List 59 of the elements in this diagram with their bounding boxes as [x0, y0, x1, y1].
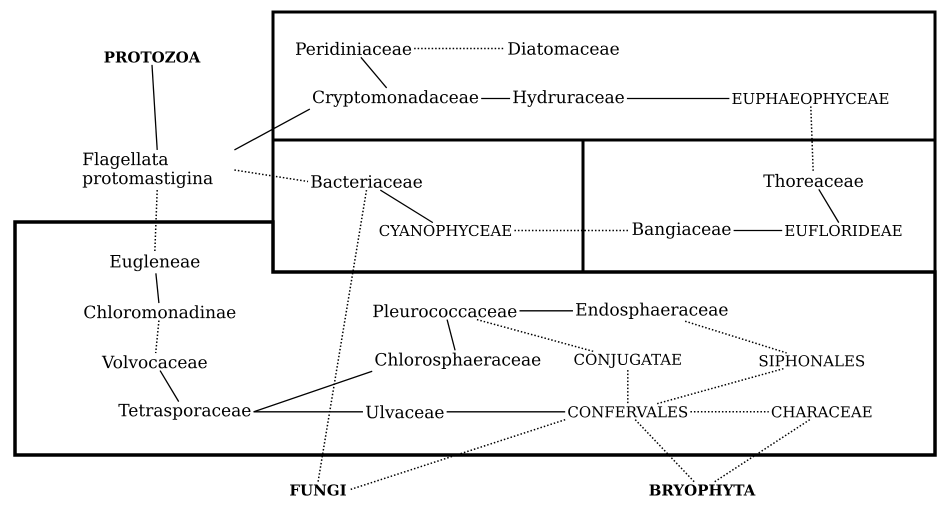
connector-line	[734, 230, 782, 232]
dotted-line	[634, 419, 696, 483]
connector-line	[151, 64, 158, 150]
connector-line	[234, 108, 310, 151]
dotted-line	[690, 411, 769, 413]
connector-line	[253, 370, 372, 412]
dotted-line	[154, 320, 160, 354]
connector-line	[160, 370, 180, 402]
dotted-line	[656, 368, 784, 405]
taxon-label: Chlorosphaeraceae	[375, 352, 540, 370]
connector-line	[155, 273, 160, 304]
region-box	[272, 10, 936, 142]
taxon-label: Flagellata protomastigina	[82, 152, 213, 188]
taxon-label: Diatomaceae	[508, 42, 619, 55]
connector-line	[446, 319, 456, 351]
taxon-label: Eugleneae	[110, 254, 200, 272]
region-box	[582, 138, 936, 274]
taxon-label: Bacteriaceae	[311, 175, 422, 188]
connector-line	[481, 98, 510, 100]
region-box	[13, 220, 937, 457]
dotted-line	[476, 318, 594, 352]
dotted-line	[514, 230, 630, 232]
dotted-line	[234, 169, 308, 182]
taxon-label: EUPHAEOPHYCEAE	[732, 92, 888, 104]
taxon-label: Hydruraceae	[513, 90, 624, 107]
connector-line	[360, 56, 388, 88]
connector-line	[626, 98, 730, 100]
taxon-label: PROTOZOA	[104, 51, 200, 63]
taxon-label: Volvocaceae	[102, 355, 207, 368]
taxon-label: Bangiaceae	[632, 222, 731, 239]
taxon-label: Tetrasporaceae	[118, 404, 250, 420]
connector-line	[254, 411, 363, 412]
taxon-label: Pleurococcaceae	[373, 304, 516, 318]
dotted-line	[348, 418, 566, 491]
taxon-label: Thoreaceae	[763, 174, 863, 188]
taxon-label: SIPHONALES	[760, 355, 864, 366]
dotted-line	[317, 190, 368, 482]
dotted-line	[810, 106, 814, 172]
connector-line	[519, 310, 573, 312]
taxon-label: Chloromonadinae	[84, 305, 236, 318]
dotted-line	[154, 190, 158, 252]
taxon-label: Ulvaceae	[366, 405, 444, 418]
dotted-line	[627, 370, 629, 404]
taxon-label: EUFLORIDEAE	[785, 224, 902, 236]
connector-line	[818, 188, 840, 223]
connector-line	[446, 411, 566, 412]
connector-line	[380, 190, 434, 224]
dotted-line	[714, 419, 810, 483]
taxon-label: CONFERVALES	[568, 406, 688, 418]
dotted-line	[414, 48, 506, 50]
taxon-label: Cryptomonadaceae	[313, 90, 478, 107]
taxon-label: Peridiniaceae	[296, 42, 412, 56]
taxon-label: BRYOPHYTA	[649, 484, 756, 496]
taxon-label: CONJUGATAE	[574, 354, 681, 368]
taxon-label: CHARACEAE	[772, 406, 872, 418]
dotted-line	[684, 320, 787, 354]
taxon-label: FUNGI	[290, 484, 346, 496]
taxon-label: Endosphaeraceae	[576, 302, 728, 320]
taxon-label: CYANOPHYCEAE	[380, 224, 512, 236]
